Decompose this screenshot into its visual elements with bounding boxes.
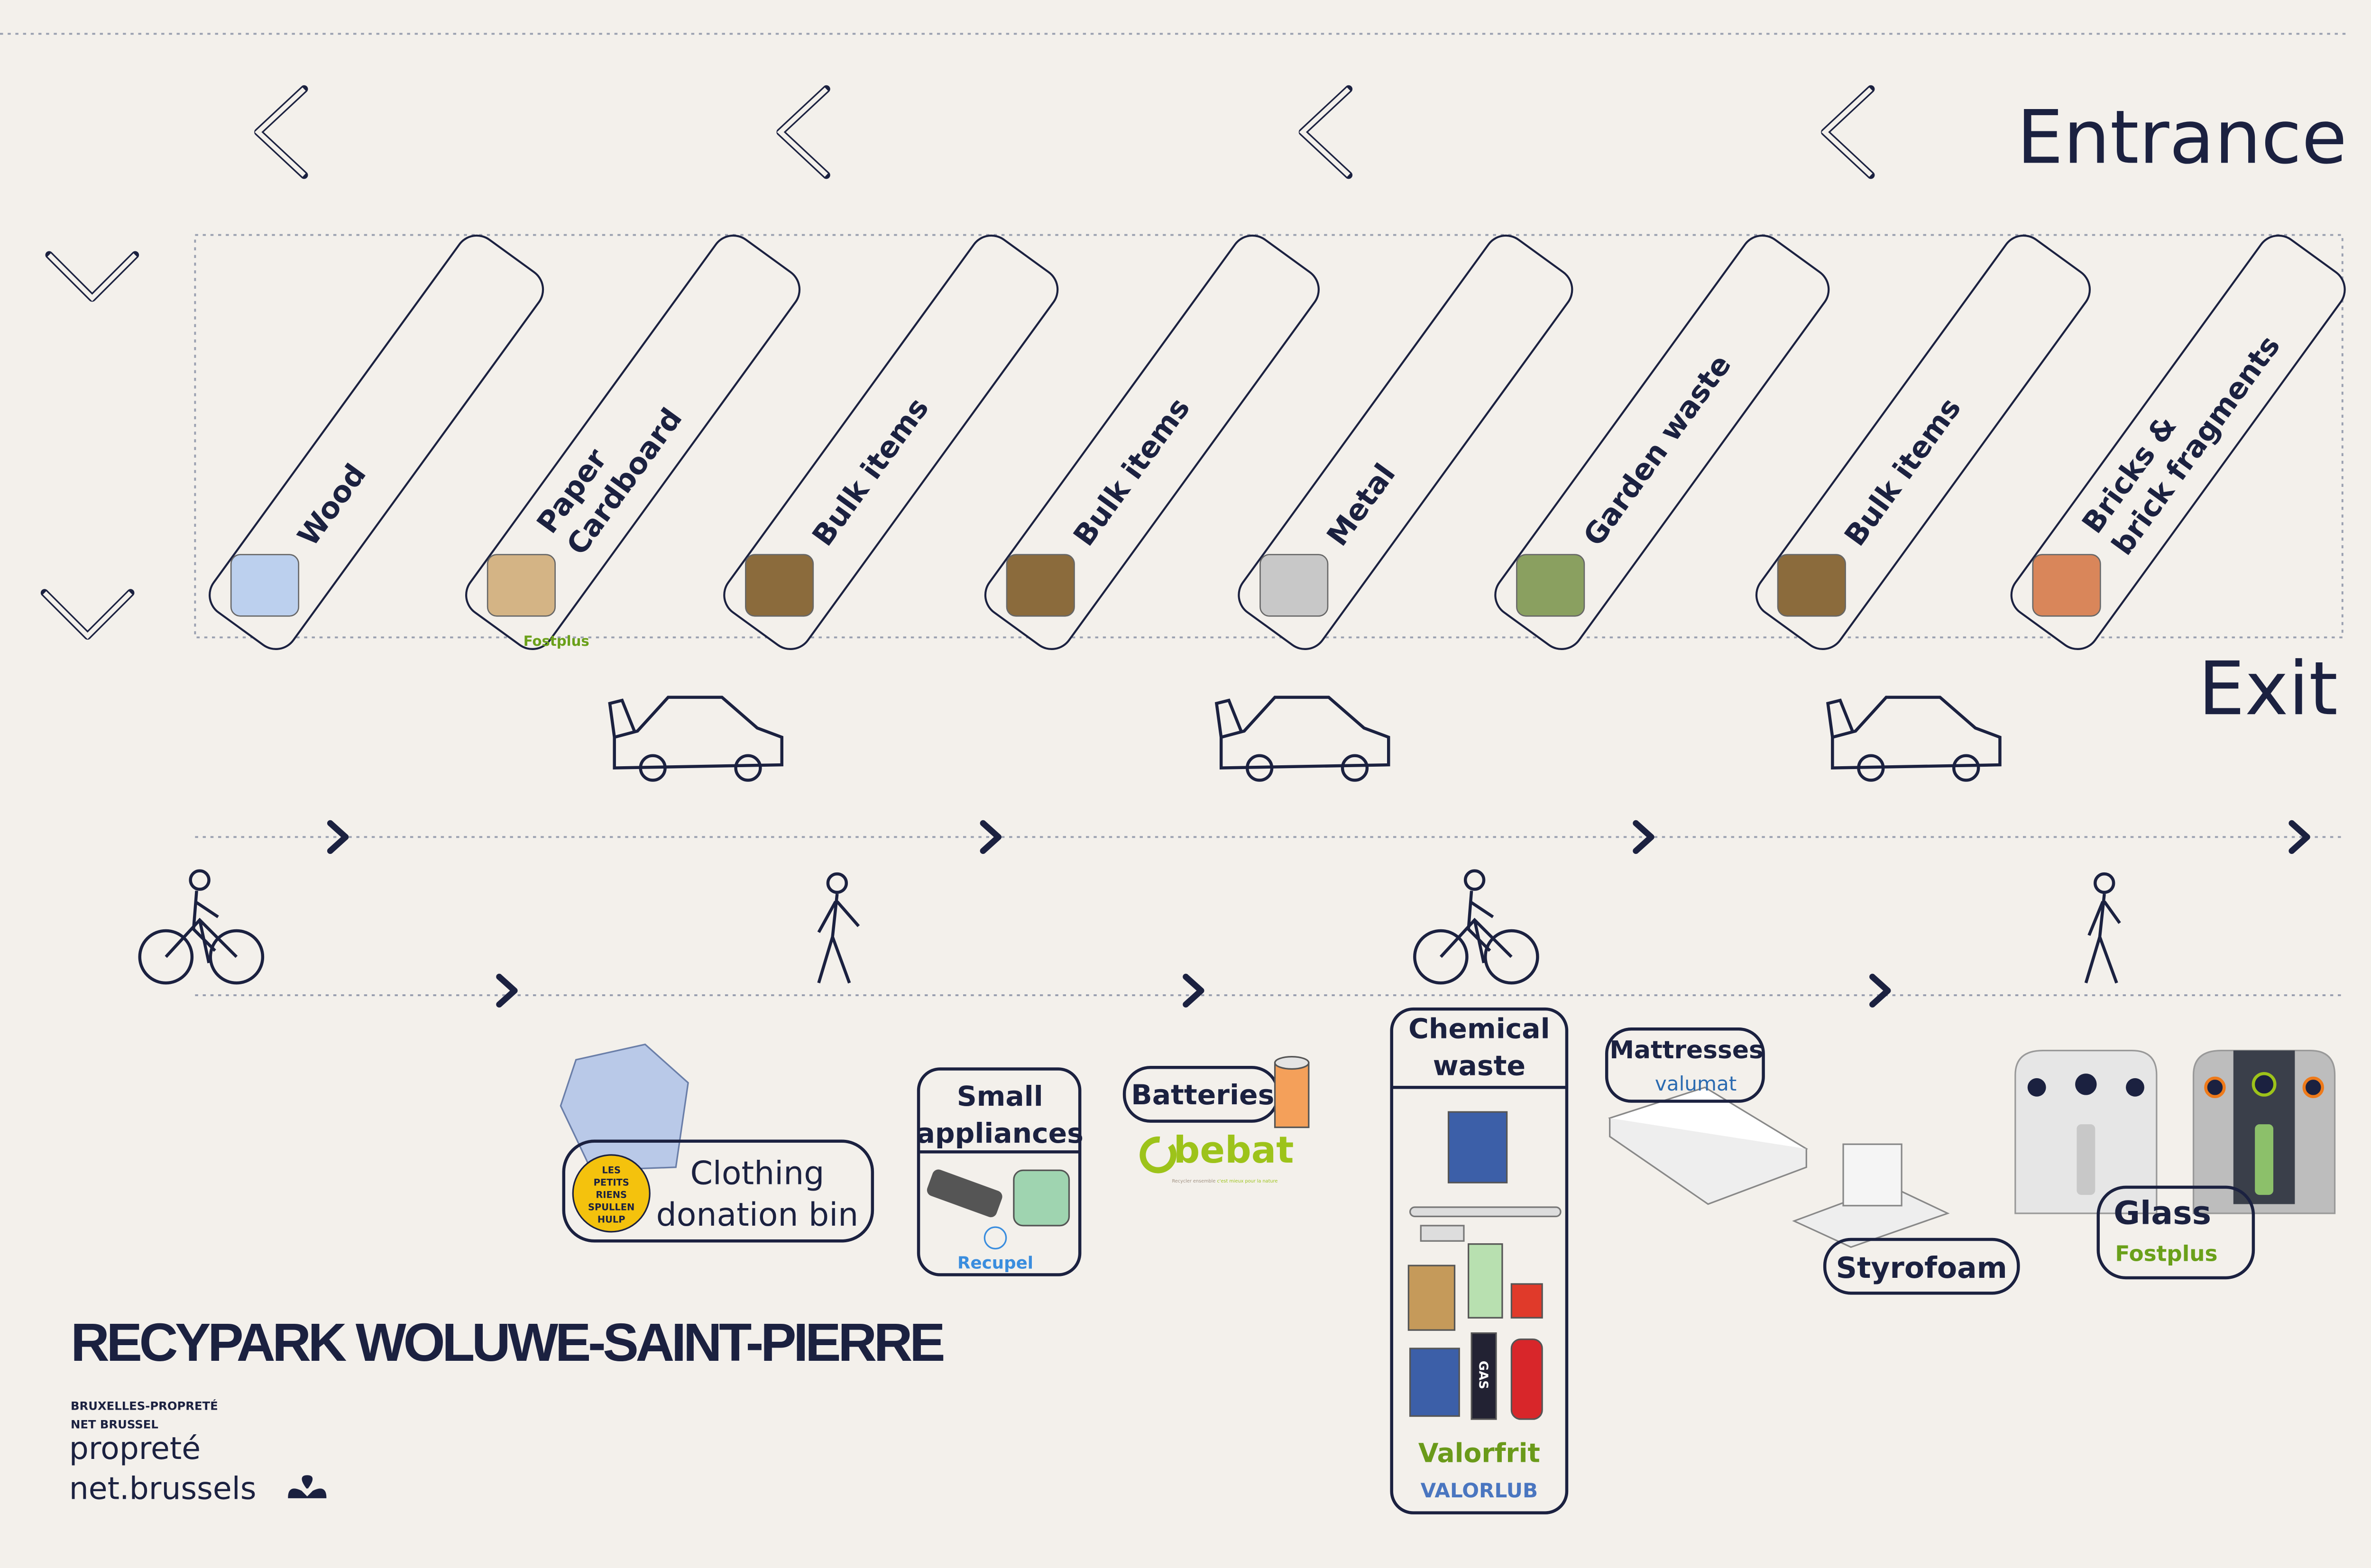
chevron-right-icon xyxy=(496,973,518,1008)
chevron-right-icon xyxy=(1633,820,1654,854)
plants-icon xyxy=(1516,554,1585,617)
exit-label: Exit xyxy=(2198,646,2338,732)
car-icon xyxy=(1214,696,1390,782)
chevron-left-icon xyxy=(776,85,830,179)
svg-text:Styrofoam: Styrofoam xyxy=(1836,1251,2007,1285)
bin-outline xyxy=(465,234,801,651)
cardboard-box-icon xyxy=(487,554,556,617)
hazard-can-icon xyxy=(1510,1283,1543,1319)
valorlub-logo: VALORLUB xyxy=(1421,1479,1538,1502)
svg-text:Batteries: Batteries xyxy=(1131,1079,1274,1111)
fostplus-logo: Fostplus xyxy=(524,633,589,649)
bebat-icon xyxy=(1140,1136,1177,1174)
car-icon xyxy=(1826,696,2002,782)
recupel-logo: Recupel xyxy=(957,1254,1033,1273)
valumat-logo: valumat xyxy=(1655,1072,1737,1095)
pedestrian-icon xyxy=(817,872,860,984)
mattresses-station: Mattresses valumat xyxy=(1605,1027,1808,1205)
valorfrit-logo: Valorfrit xyxy=(1418,1438,1540,1468)
svg-text:Mattresses: Mattresses xyxy=(1609,1036,1763,1064)
bricks-icon xyxy=(2032,554,2101,617)
svg-text:HULP: HULP xyxy=(597,1214,625,1225)
batteries-station: Batteries bebat Recycler ensemble c'est … xyxy=(1122,1055,1310,1184)
armchair-icon xyxy=(745,554,814,617)
chevron-right-icon xyxy=(327,820,349,854)
container-bin[interactable]: Metal xyxy=(1228,226,1581,658)
gas-cylinder-icon xyxy=(1470,1332,1497,1420)
container-bin[interactable]: Wood xyxy=(199,226,551,658)
svg-text:waste: waste xyxy=(1433,1049,1526,1082)
shirt-icon xyxy=(560,1043,689,1171)
bin-outline xyxy=(2010,234,2346,651)
chevron-down-icon xyxy=(40,589,135,640)
small-appliances-station: Small appliances Recupel xyxy=(917,1067,1084,1276)
armchair-icon xyxy=(1777,554,1846,617)
cooking-pot-icon xyxy=(1259,554,1329,617)
toaster-icon xyxy=(1013,1169,1070,1227)
fluorescent-tube-icon xyxy=(1409,1206,1562,1218)
glass-station: Glass Fostplus xyxy=(2014,1049,2336,1280)
chevron-left-icon xyxy=(254,85,308,179)
pedestrian-icon xyxy=(2084,872,2121,984)
svg-text:Recycler ensemble c'est mieux: Recycler ensemble c'est mieux pour la na… xyxy=(1172,1179,1278,1184)
svg-text:GAS: GAS xyxy=(1476,1361,1490,1389)
petits-riens-logo xyxy=(572,1154,651,1233)
brand-logo: net.brussels xyxy=(69,1471,257,1506)
svg-text:Small: Small xyxy=(957,1080,1043,1112)
chemical-waste-station: Chemical waste GAS Valorfrit VALORLUB xyxy=(1390,1007,1569,1514)
wood-pallet-icon xyxy=(230,554,300,617)
chevron-down-icon xyxy=(45,251,139,302)
bicycle-icon xyxy=(138,869,265,985)
bicycle-icon xyxy=(1413,869,1539,985)
chevron-left-icon xyxy=(1298,85,1353,179)
svg-text:NET BRUSSEL: NET BRUSSEL xyxy=(71,1417,158,1431)
chevron-right-icon xyxy=(980,820,1002,854)
fire-extinguisher-icon xyxy=(1510,1338,1543,1420)
chevron-right-icon xyxy=(1869,973,1891,1008)
chevron-left-icon xyxy=(1821,85,1875,179)
bin-outline xyxy=(723,234,1059,651)
brand-logo: propreté xyxy=(69,1431,201,1467)
oil-can-icon xyxy=(1407,1265,1456,1331)
clothing-label: donation bin xyxy=(656,1196,859,1234)
iris-heart-icon xyxy=(288,1475,327,1498)
svg-text:LES: LES xyxy=(602,1165,621,1176)
bin-outline xyxy=(1494,234,1830,651)
bebat-logo: bebat xyxy=(1174,1129,1294,1172)
styrofoam-station: Styrofoam xyxy=(1792,1143,2020,1295)
bulb-icon xyxy=(1420,1225,1465,1242)
svg-text:RIENS: RIENS xyxy=(596,1190,627,1201)
bin-outline xyxy=(1238,234,1573,651)
svg-text:Glass: Glass xyxy=(2114,1195,2211,1232)
battery-icon xyxy=(1274,1062,1310,1128)
svg-text:Chemical: Chemical xyxy=(1408,1013,1550,1045)
chevron-right-icon xyxy=(1183,973,1204,1008)
recupel-icon xyxy=(983,1226,1007,1250)
paint-bucket-icon xyxy=(1447,1111,1508,1183)
car-icon xyxy=(608,696,783,782)
clothing-station: LES PETITS RIENS SPULLEN HULP Clothing d… xyxy=(560,1043,874,1243)
park-title: RECYPARK WOLUWE-SAINT-PIERRE xyxy=(71,1312,944,1373)
svg-text:SPULLEN: SPULLEN xyxy=(588,1201,634,1212)
entrance-label: Entrance xyxy=(2017,94,2347,180)
bin-outline xyxy=(984,234,1320,651)
chevron-right-icon xyxy=(2288,820,2310,854)
clothing-label: Clothing xyxy=(690,1155,824,1192)
svg-text:PETITS: PETITS xyxy=(594,1177,629,1188)
coolant-can-icon xyxy=(1409,1348,1460,1417)
fostplus-logo: Fostplus xyxy=(2115,1241,2217,1266)
bin-outline xyxy=(1755,234,2091,651)
iron-icon xyxy=(927,1169,1002,1218)
spray-bottle-icon xyxy=(1468,1243,1503,1319)
armchair-icon xyxy=(1006,554,1075,617)
svg-text:appliances: appliances xyxy=(917,1117,1084,1149)
svg-text:BRUXELLES-PROPRETÉ: BRUXELLES-PROPRETÉ xyxy=(71,1399,218,1413)
container-bin[interactable]: Bricks &brick fragments xyxy=(2001,226,2353,658)
bin-outline xyxy=(209,234,544,651)
